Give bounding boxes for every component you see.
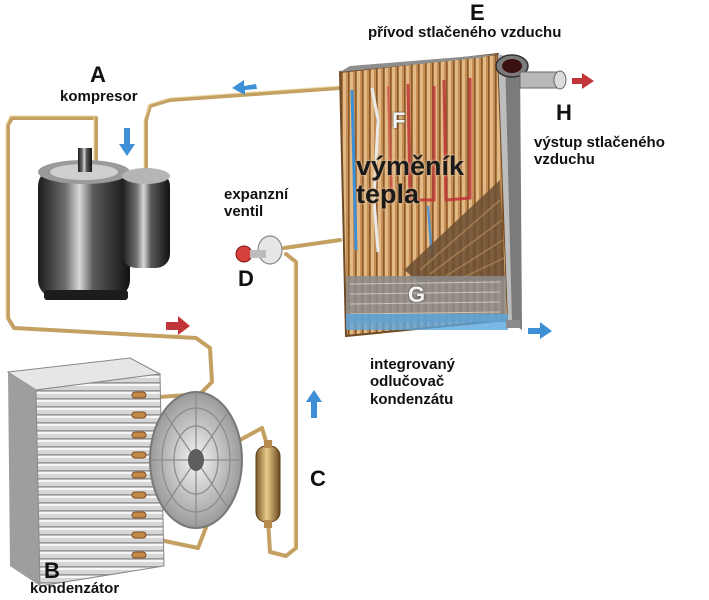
flow-arrows bbox=[119, 73, 594, 418]
label-heat-exchanger: výměník tepla bbox=[356, 151, 465, 210]
label-expansion-valve: expanzní ventil bbox=[224, 186, 289, 221]
label-condensate-separator: integrovaný odlučovač kondenzátu bbox=[370, 356, 456, 408]
label-d-letter: D bbox=[238, 266, 254, 291]
label-air-inlet: přívod stlačeného vzduchu bbox=[368, 24, 562, 41]
label-e-letter: E bbox=[470, 0, 485, 25]
label-air-outlet: výstup stlačeného vzduchu bbox=[534, 134, 665, 169]
label-b-letter: B bbox=[44, 558, 60, 583]
label-a-letter: A bbox=[90, 62, 106, 87]
compressor bbox=[38, 148, 170, 300]
expansion-valve bbox=[235, 235, 283, 265]
label-compressor: kompresor bbox=[60, 88, 138, 105]
condenser bbox=[6, 357, 243, 587]
label-c-letter: C bbox=[310, 466, 326, 491]
label-f-letter: F bbox=[392, 108, 406, 133]
heat-exchanger bbox=[338, 52, 567, 338]
label-h-letter: H bbox=[556, 100, 572, 125]
label-condenser: kondenzátor bbox=[30, 580, 120, 597]
label-b: B bbox=[44, 558, 60, 583]
label-g-letter: G bbox=[408, 282, 426, 307]
label-a: A bbox=[90, 62, 106, 87]
filter-drier bbox=[255, 440, 281, 528]
